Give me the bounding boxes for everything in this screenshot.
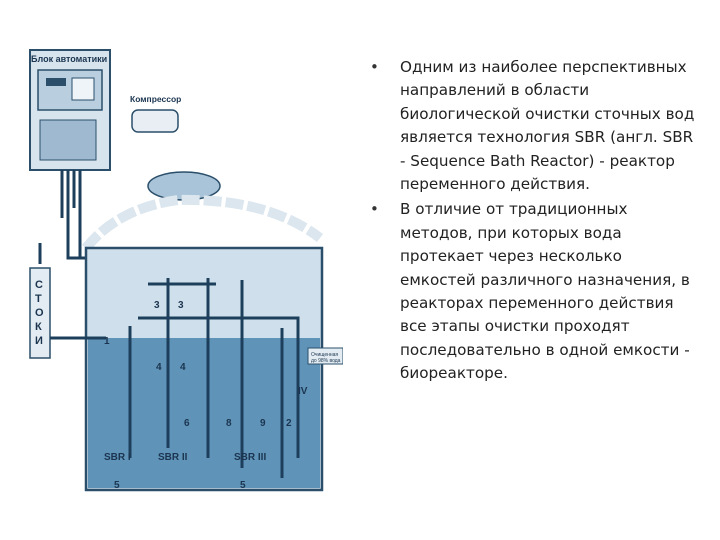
outflow-label: Очищенная (311, 352, 338, 358)
zone-label: 4 (180, 362, 186, 373)
zone-label: 6 (184, 418, 190, 429)
automation-block: Блок автоматики (29, 49, 111, 171)
bullet-item: • Одним из наиболее перспективных направ… (368, 56, 698, 196)
bullet-item: • В отличие от традиционных методов, при… (368, 198, 698, 385)
zone-label: 4 (156, 362, 162, 373)
inflow-pipe: С Т О К И (29, 243, 106, 359)
cable-bundle (60, 170, 88, 260)
reactor-label: SBR I (104, 452, 131, 463)
zone-label: 3 (178, 300, 184, 311)
inflow-letter: Т (35, 293, 42, 305)
zone-label: 2 (286, 418, 292, 429)
automation-block-label: Блок автоматики (31, 54, 107, 64)
zone-label: 9 (260, 418, 266, 429)
inflow-letter: И (35, 335, 43, 347)
water-volume (88, 338, 320, 488)
zone-label: 5 (240, 480, 246, 491)
bullet-list: • Одним из наиболее перспективных направ… (368, 56, 698, 388)
compressor-label: Компрессор (130, 94, 181, 104)
zone-label: 1 (104, 336, 110, 347)
bullet-text: В отличие от традиционных методов, при к… (400, 200, 690, 383)
bullet-marker: • (370, 200, 379, 219)
aeration-pipes (128, 278, 300, 478)
zone-label: 3 (154, 300, 160, 311)
reactor-dome (82, 194, 324, 252)
outflow-pipe: Очищенная до 98% вода (307, 347, 343, 365)
sbr-reactor-diagram: Блок автоматики Компрессор С Т О К И Очи… (29, 49, 343, 492)
zone-label: IV (298, 386, 308, 397)
reactor-label: SBR II (158, 452, 188, 463)
zone-label: 8 (226, 418, 232, 429)
compressor: Компрессор (130, 94, 181, 133)
reactor-label: SBR III (234, 452, 266, 463)
zone-label: 5 (114, 480, 120, 491)
inflow-letter: К (35, 321, 42, 333)
inflow-letter: О (35, 307, 44, 319)
outflow-label: до 98% вода (311, 358, 341, 364)
bullet-text: Одним из наиболее перспективных направле… (400, 58, 695, 194)
inflow-letter: С (35, 279, 43, 291)
bullet-marker: • (370, 58, 379, 76)
